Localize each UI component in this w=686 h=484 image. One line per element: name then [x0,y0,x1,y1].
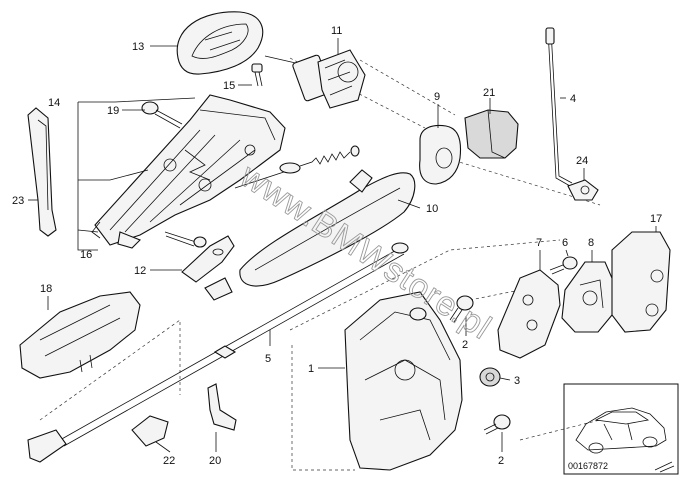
part-2-screw-upper [449,295,474,323]
part-18-bracket [19,291,141,379]
part-10-door-handle [204,169,416,301]
document-number: 00167872 [568,461,608,471]
part-12-gasket [181,235,235,283]
part-13-handle-cover [176,11,264,75]
label-14: 14 [48,97,60,109]
part-labels: 13 11 15 14 19 23 16 9 21 4 24 10 12 18 … [12,25,662,467]
part-4-rod [545,27,573,187]
label-20: 20 [209,455,221,467]
label-16: 16 [80,249,92,261]
label-3: 3 [514,375,520,387]
label-10: 10 [426,203,438,215]
label-11: 11 [331,25,342,37]
part-21-cap [464,109,519,159]
part-15-screw [251,63,263,87]
spring-rod [234,145,360,189]
label-8: 8 [588,237,594,249]
part-11-actuator [264,49,366,109]
part-23-seal [27,107,57,237]
label-13: 13 [132,41,144,53]
part-19-screw [141,101,183,129]
part-7-plate [497,269,561,359]
label-12: 12 [134,265,146,277]
label-21: 21 [483,87,495,99]
label-2-lower: 2 [498,455,504,467]
label-2-upper: 2 [462,339,468,351]
leader-lines [28,38,657,453]
rod-end-clip [27,429,67,463]
label-9: 9 [434,91,440,103]
part-6-screw [549,256,578,275]
label-1: 1 [308,363,314,375]
part-9-cap [419,124,462,185]
label-24: 24 [576,155,588,167]
part-8-striker [561,261,616,333]
part-20-bracket [207,383,237,431]
label-5: 5 [265,353,271,365]
label-17: 17 [650,213,662,225]
label-15: 15 [223,80,235,92]
label-22: 22 [163,455,175,467]
part-2-screw-lower [483,414,511,435]
label-6: 6 [562,237,568,249]
part-5-rod [59,242,409,447]
vehicle-thumbnail: 00167872 [563,383,679,475]
part-22-clip [131,415,169,447]
label-19: 19 [107,105,119,117]
assembly-guides [39,57,601,471]
part-3-bushing [479,367,501,387]
part-24-clip [567,179,599,201]
label-18: 18 [40,283,52,295]
label-7: 7 [536,237,542,249]
label-23: 23 [12,195,24,207]
part-16-screw [164,231,207,248]
part-17-cover [611,231,671,333]
part-14-handle-carrier [91,94,286,249]
label-4: 4 [570,93,576,105]
part-1-door-lock [344,291,463,471]
